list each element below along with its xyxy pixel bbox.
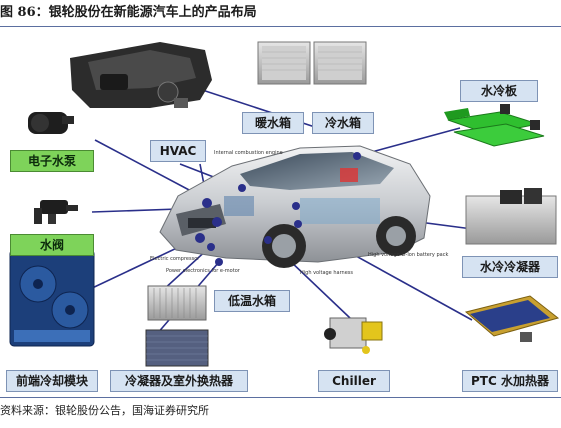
label-electronic-water-pump: 电子水泵 xyxy=(10,150,94,172)
water-cooled-condenser-image xyxy=(465,188,557,245)
connection-nodes xyxy=(195,124,361,266)
heat-exchanger-pair-image xyxy=(257,41,367,85)
water-cold-plate-image xyxy=(444,104,545,147)
product-layout-diagram xyxy=(9,41,560,367)
label-water-cooled-condenser: 水冷冷凝器 xyxy=(462,256,558,278)
top-rule xyxy=(0,26,561,27)
label-front-end-cooling-module: 前端冷却模块 xyxy=(6,370,98,392)
hvac-unit-image xyxy=(70,42,212,108)
figure-title: 图 86：银轮股份在新能源汽车上的产品布局 xyxy=(0,5,257,20)
figure-source: 资料来源：银轮股份公告，国海证券研究所 xyxy=(0,404,209,417)
annotation-power-electronics: Power electronics for e-motor xyxy=(166,268,240,274)
label-evaporator: 冷水箱 xyxy=(312,112,374,134)
water-valve-image xyxy=(34,200,78,224)
chiller-image xyxy=(324,317,383,354)
bottom-rule xyxy=(0,397,561,398)
label-condenser-outdoor-exchanger: 冷凝器及室外换热器 xyxy=(110,370,248,392)
label-water-cold-plate: 水冷板 xyxy=(460,80,538,102)
label-chiller: Chiller xyxy=(318,370,390,392)
ptc-heater-image xyxy=(464,295,560,342)
label-hvac: HVAC xyxy=(150,140,206,162)
electronic-water-pump-image xyxy=(28,112,74,134)
annotation-electric-compressor: Electric compressor xyxy=(150,256,200,262)
label-heater-core: 暖水箱 xyxy=(242,112,304,134)
annotation-ice: Internal combustion engine xyxy=(214,150,283,156)
front-end-cooling-module-image xyxy=(9,249,95,347)
label-water-valve: 水阀 xyxy=(10,234,94,256)
label-ptc-heater: PTC 水加热器 xyxy=(462,370,558,392)
low-temp-radiator-image xyxy=(147,285,207,321)
annotation-hv-harness: High voltage harness xyxy=(300,270,354,276)
annotation-hv-battery: High voltage Li-Ion battery pack xyxy=(368,252,449,258)
label-low-temp-radiator: 低温水箱 xyxy=(214,290,290,312)
condenser-image xyxy=(145,329,209,367)
